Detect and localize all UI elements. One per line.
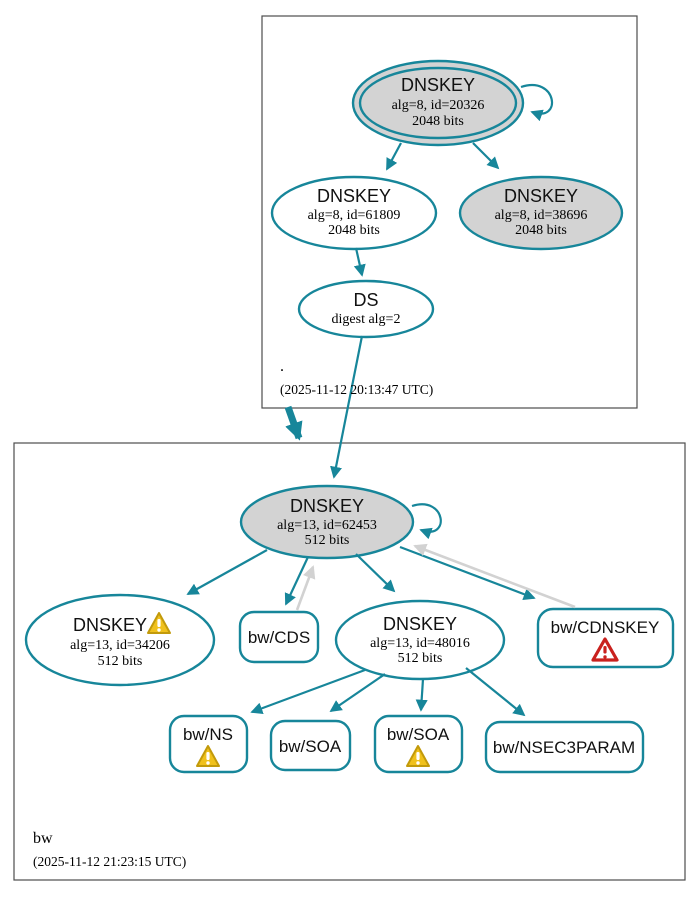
root-zsk-title: DNSKEY [317,186,391,206]
edge-bw-ksk-to-key34206 [186,549,268,595]
node-root-ksk-dnskey-20326: DNSKEY alg=8, id=20326 2048 bits [351,59,525,147]
node-bw-dnskey-34206: DNSKEY alg=13, id=34206 512 bits [24,593,216,687]
edge-bw-ksk-to-zsk [355,553,396,593]
node-bw-cdnskey: bw/CDNSKEY [536,607,675,669]
edge-bw-ksk-to-cds [284,556,309,606]
bw-zsk-title: DNSKEY [383,614,457,634]
node-bw-ns: bw/NS [168,714,249,774]
warning-icon [147,612,171,634]
bw-soa2-label: bw/SOA [387,725,450,744]
node-bw-soa-1: bw/SOA [269,719,352,772]
bw-key34206-detail2: 512 bits [98,654,143,669]
bw-nsec3param-label: bw/NSEC3PARAM [493,738,635,757]
edge-root-ksk-to-key38696 [472,142,500,170]
node-bw-ksk-dnskey-62453: DNSKEY alg=13, id=62453 512 bits [239,484,415,560]
edge-ds-to-bw-ksk [330,335,364,479]
root-ksk-detail1: alg=8, id=20326 [392,98,485,113]
bw-zone-timestamp: (2025-11-12 21:23:15 UTC) [33,854,186,869]
bw-ksk-detail1: alg=13, id=62453 [277,518,377,533]
edge-bw-zsk-to-ns [250,668,366,715]
ds-detail1: digest alg=2 [332,312,401,327]
edge-bw-ksk-self-sign [411,503,442,540]
root-zsk-detail2: 2048 bits [328,223,380,238]
bw-ksk-title: DNSKEY [290,496,364,516]
edge-bw-zsk-to-nsec3param [465,667,526,717]
bw-zone-label: bw [33,830,53,847]
root-zsk-detail1: alg=8, id=61809 [308,208,401,223]
error-icon [591,637,619,662]
node-bw-nsec3param: bw/NSEC3PARAM [484,720,645,774]
edge-cds-to-bw-ksk-gray [295,565,316,611]
edge-cdnskey-to-bw-ksk-gray [413,543,576,609]
root-zone-timestamp: (2025-11-12 20:13:47 UTC) [280,382,433,397]
edge-bw-ksk-to-cdnskey [399,545,536,600]
edge-root-ksk-self-sign [520,84,554,122]
edge-root-to-bw-delegation [284,405,303,441]
bw-zsk-detail1: alg=13, id=48016 [370,636,470,651]
root-zone-label: . [280,358,284,375]
bw-key34206-detail1: alg=13, id=34206 [70,638,170,653]
root-key38696-detail1: alg=8, id=38696 [495,208,588,223]
warning-icon [196,745,220,767]
bw-zsk-detail2: 512 bits [398,651,443,666]
edge-root-ksk-to-zsk [386,142,402,171]
bw-ksk-detail2: 512 bits [305,533,350,548]
node-bw-cds: bw/CDS [238,610,320,664]
edge-bw-zsk-to-soa1 [329,673,386,713]
edge-bw-zsk-to-soa2 [415,678,428,712]
ds-title: DS [353,290,378,310]
warning-icon [406,745,430,767]
node-root-dnskey-38696: DNSKEY alg=8, id=38696 2048 bits [458,175,624,251]
edge-root-zsk-to-ds [353,247,366,277]
bw-soa1-label: bw/SOA [279,737,342,756]
node-ds: DS digest alg=2 [297,279,435,339]
root-ksk-detail2: 2048 bits [412,114,464,129]
root-ksk-title: DNSKEY [401,75,475,95]
node-bw-zsk-dnskey-48016: DNSKEY alg=13, id=48016 512 bits [334,599,506,681]
node-bw-soa-2: bw/SOA [373,714,464,774]
root-key38696-title: DNSKEY [504,186,578,206]
bw-zone-box [13,442,686,881]
root-key38696-detail2: 2048 bits [515,223,567,238]
bw-ns-label: bw/NS [183,725,233,744]
bw-key34206-title: DNSKEY [73,615,147,635]
bw-cds-label: bw/CDS [248,628,310,647]
root-zone-box [261,15,638,409]
bw-cdnskey-label: bw/CDNSKEY [551,618,660,637]
node-root-zsk-dnskey-61809: DNSKEY alg=8, id=61809 2048 bits [270,175,438,251]
